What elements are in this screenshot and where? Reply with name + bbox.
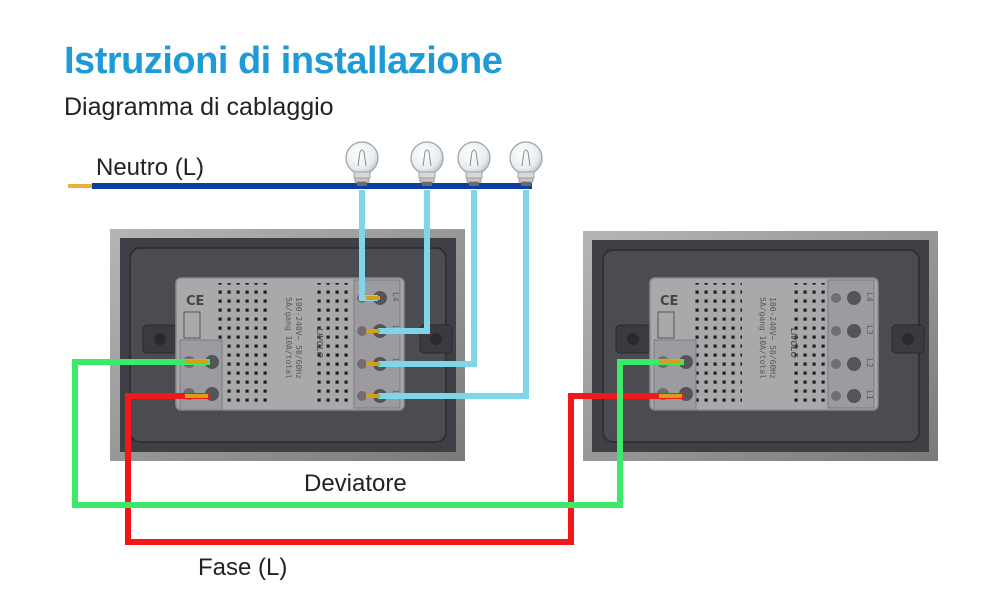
terminal-label-l3: L3	[865, 325, 874, 335]
bulb-2	[410, 141, 444, 186]
bulb-1	[345, 141, 379, 186]
terminal-label-l4: L4	[391, 292, 400, 302]
terminal-label-l4: L4	[865, 292, 874, 302]
svg-text:5A/gang 10A/total: 5A/gang 10A/total	[284, 297, 293, 379]
brand-logo: LIVOLO	[789, 328, 798, 359]
switch-secondary: CE 100-240V~ 50/60Hz 5A/gang 10A/total L…	[583, 231, 938, 461]
bulb-icon	[345, 141, 379, 175]
terminal-column-right: L4 L3 L2 L1	[827, 279, 875, 409]
svg-text:100-240V~ 50/60Hz: 100-240V~ 50/60Hz	[768, 297, 777, 379]
page-title: Istruzioni di installazione	[64, 40, 503, 82]
bulb-4	[509, 141, 543, 186]
load-wire-l2	[378, 190, 477, 367]
brand-logo: LIVOLO	[315, 328, 324, 359]
traveler-wire	[72, 359, 684, 508]
phase-wire	[125, 393, 684, 545]
traveler-label: Deviatore	[304, 470, 407, 497]
terminal-label-l2: L2	[865, 358, 874, 368]
svg-text:5A/gang 10A/total: 5A/gang 10A/total	[758, 297, 767, 379]
svg-text:CE: CE	[660, 294, 678, 309]
bulb-3	[457, 141, 491, 186]
terminal-column-left	[179, 339, 223, 411]
switch-main: CE 100-240V~ 50/60Hz 5A/gang 10A/total L…	[110, 229, 465, 461]
svg-text:CE: CE	[186, 294, 204, 309]
terminal-label-l1: L1	[865, 390, 874, 400]
vent-grid	[218, 283, 268, 403]
phase-label: Fase (L)	[198, 554, 287, 581]
load-wire-l3	[378, 190, 430, 334]
terminal-column-left	[653, 339, 697, 411]
page-subtitle: Diagramma di cablaggio	[64, 93, 334, 121]
bulb-icon	[457, 141, 491, 175]
load-wire-l1	[378, 190, 529, 399]
bulb-icon	[509, 141, 543, 175]
svg-text:100-240V~ 50/60Hz: 100-240V~ 50/60Hz	[294, 297, 303, 379]
neutral-label: Neutro (L)	[96, 154, 204, 181]
bulb-icon	[410, 141, 444, 175]
